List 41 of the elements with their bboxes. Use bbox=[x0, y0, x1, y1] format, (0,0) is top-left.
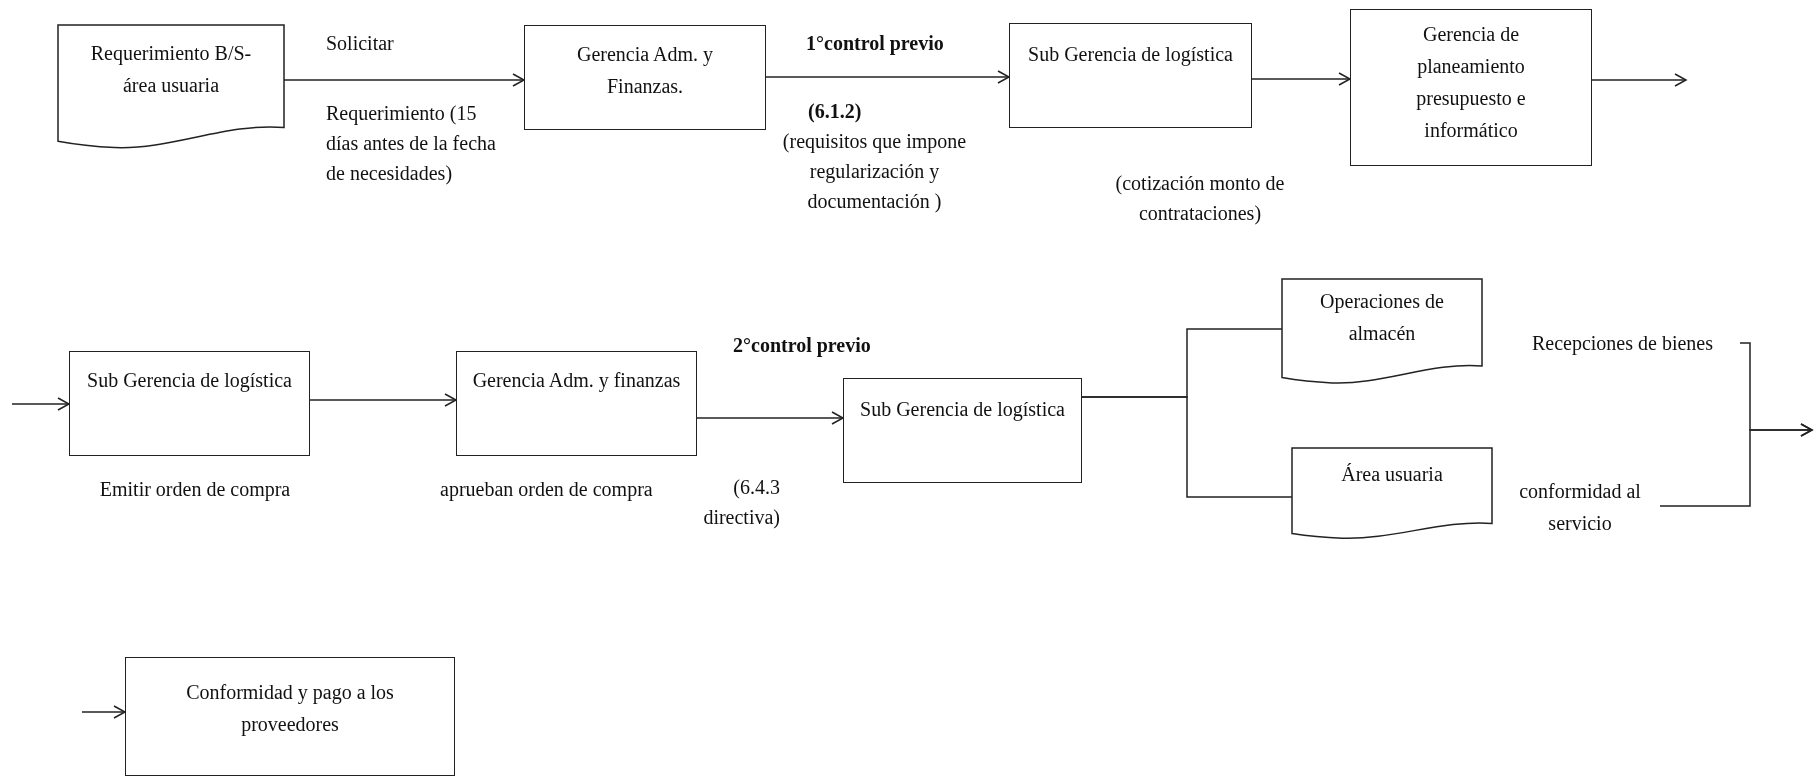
connector-line bbox=[1081, 396, 1293, 498]
process-box bbox=[524, 25, 766, 130]
box-label: Conformidad y pago a los proveedores bbox=[185, 680, 395, 738]
box-label: Sub Gerencia de logística bbox=[87, 368, 292, 394]
arrow bbox=[11, 397, 70, 411]
box-label: Operaciones de almacén bbox=[1319, 289, 1445, 346]
process-box bbox=[125, 657, 455, 776]
note-text: (6.4.3 directiva) bbox=[702, 475, 780, 531]
note-text: Requerimiento (15 días antes de la fecha de necesidades) bbox=[326, 101, 497, 187]
document-box bbox=[1292, 448, 1492, 540]
box-label: Sub Gerencia de logística bbox=[860, 397, 1065, 423]
box-label: Gerencia de planeamiento presupuesto e informático bbox=[1415, 22, 1527, 143]
node-caption: (cotización monto de contrataciones) bbox=[1114, 171, 1286, 227]
edge-label: 1°control previo bbox=[806, 31, 944, 57]
process-box bbox=[456, 351, 697, 456]
arrow bbox=[1251, 72, 1351, 86]
document-box bbox=[1282, 279, 1482, 385]
node-caption: Emitir orden de compra bbox=[98, 477, 292, 503]
arrow bbox=[309, 393, 457, 407]
box-label: Gerencia Adm. y Finanzas. bbox=[575, 42, 715, 99]
process-box bbox=[1350, 9, 1592, 166]
process-box bbox=[843, 378, 1082, 483]
flow-text: Recepciones de bienes bbox=[1505, 328, 1740, 358]
node-caption: aprueban orden de compra bbox=[440, 477, 654, 503]
arrow bbox=[1659, 423, 1813, 507]
arrow bbox=[1591, 73, 1687, 87]
box-label: Requerimiento B/S- área usuaria bbox=[89, 41, 253, 98]
process-box bbox=[69, 351, 310, 456]
document-box bbox=[58, 25, 284, 150]
flow-text: conformidad al servicio bbox=[1500, 476, 1660, 538]
note-text: (requisitos que impone regularización y documentación ) bbox=[781, 129, 968, 215]
edge-label: Solicitar bbox=[326, 31, 394, 56]
arrow bbox=[765, 70, 1010, 84]
box-label: Área usuaria bbox=[1341, 462, 1443, 487]
note-text: (6.1.2) bbox=[808, 99, 863, 125]
process-box bbox=[1009, 23, 1252, 128]
arrow bbox=[696, 411, 844, 425]
box-label: Gerencia Adm. y finanzas bbox=[472, 368, 681, 394]
arrow bbox=[81, 705, 126, 719]
edge-label: 2°control previo bbox=[733, 333, 871, 359]
box-label: Sub Gerencia de logística bbox=[1028, 42, 1233, 68]
